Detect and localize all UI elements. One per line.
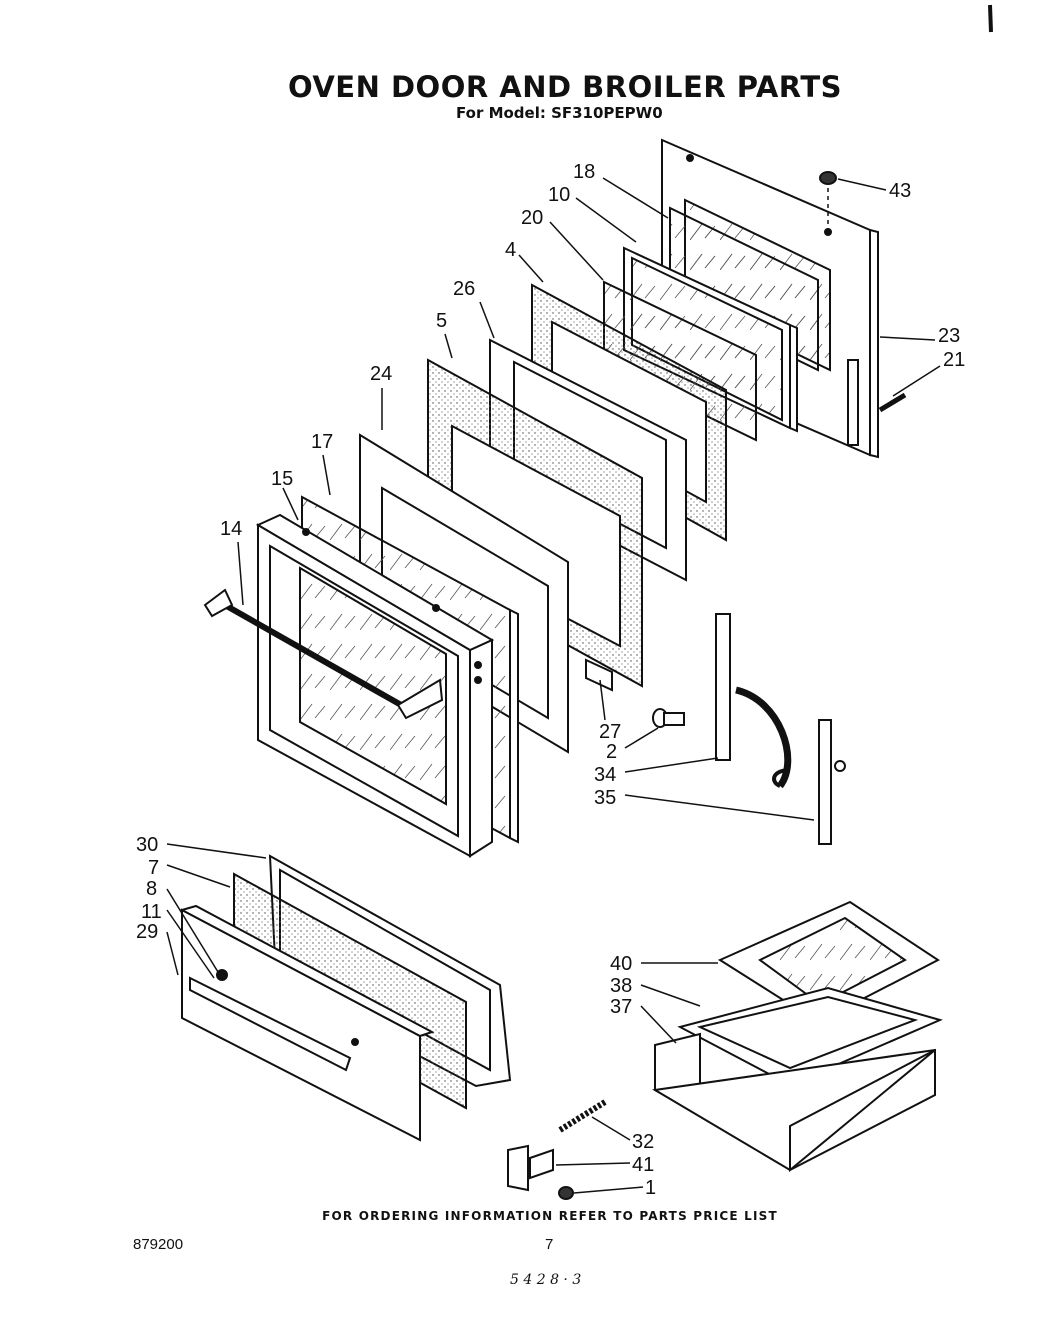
- callout-18: 18: [573, 161, 595, 183]
- callout-35: 35: [594, 787, 616, 809]
- hinge-pin: [652, 708, 685, 728]
- hinge-receiver: [818, 719, 846, 845]
- callout-40: 40: [610, 953, 632, 975]
- callout-5: 5: [436, 310, 447, 332]
- callout-8: 8: [146, 878, 157, 900]
- broiler-spring: [558, 1099, 607, 1133]
- callout-24: 24: [370, 363, 392, 385]
- callout-11: 11: [141, 901, 162, 923]
- callout-32: 32: [632, 1131, 654, 1153]
- callout-21: 21: [943, 349, 965, 371]
- callout-38: 38: [610, 975, 632, 997]
- door-hinge: [715, 613, 792, 789]
- callout-7: 7: [148, 857, 159, 879]
- callout-17: 17: [311, 431, 333, 453]
- model-subtitle: For Model: SF310PEPW0: [456, 104, 663, 122]
- ordering-note: FOR ORDERING INFORMATION REFER TO PARTS …: [322, 1209, 778, 1223]
- callout-15: 15: [271, 468, 293, 490]
- callout-14: 14: [220, 518, 242, 540]
- callout-4: 4: [505, 239, 516, 261]
- callout-labels: 18 10 20 4 26 5 24 17 15 14 43 23 21 27 …: [136, 161, 965, 1199]
- callout-23: 23: [938, 325, 960, 347]
- corner-mark: [988, 4, 993, 33]
- broiler-bracket: [507, 1144, 554, 1192]
- callout-29: 29: [136, 921, 158, 943]
- callout-27: 27: [599, 721, 621, 743]
- broiler-door-panel: [179, 904, 435, 1142]
- callout-26: 26: [453, 278, 475, 300]
- callout-34: 34: [594, 764, 616, 786]
- plug-button: [819, 171, 837, 230]
- callout-43: 43: [889, 180, 911, 202]
- callout-20: 20: [521, 207, 543, 229]
- page-title: OVEN DOOR AND BROILER PARTS: [287, 70, 842, 104]
- callout-37: 37: [610, 996, 632, 1018]
- callout-2: 2: [606, 741, 617, 763]
- callout-1: 1: [645, 1177, 656, 1199]
- leader-lines: [166, 177, 941, 1194]
- callout-41: 41: [632, 1154, 654, 1176]
- door-handle: [203, 588, 444, 720]
- broiler-pan: [677, 986, 943, 1087]
- handwritten-note: 5 4 2 8 · 3: [510, 1272, 582, 1288]
- callout-30: 30: [136, 834, 158, 856]
- outer-door-frame: [255, 513, 495, 858]
- callout-10: 10: [548, 184, 570, 206]
- document-number: 879200: [133, 1236, 184, 1253]
- broiler-drawer: [652, 1032, 936, 1173]
- broiler-screw: [558, 1186, 574, 1200]
- page-number: 7: [545, 1236, 554, 1253]
